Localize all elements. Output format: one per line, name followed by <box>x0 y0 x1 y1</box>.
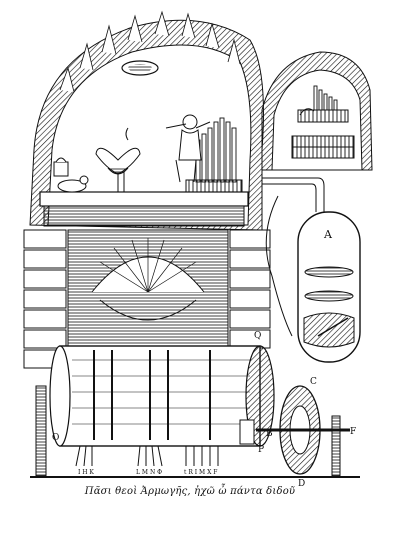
caption-text: Πᾶσι θεοὶ Ἀρμωγῆς, ἠχῶ ὦ πάντα διδοῦ <box>84 486 296 497</box>
pinned-barrel <box>49 345 275 467</box>
label-f: F <box>350 427 356 437</box>
keys-mid-label: L M N Φ <box>136 469 162 476</box>
keys-right-label: t R I M X F <box>184 469 217 476</box>
label-b: B <box>266 429 273 439</box>
small-grotto <box>261 51 373 171</box>
keys-left-label: I H K <box>78 469 94 476</box>
small-organ-pipes <box>313 85 338 111</box>
water-wheel <box>35 385 350 477</box>
air-pipes <box>262 177 325 337</box>
water-tank <box>297 211 361 363</box>
duck-figure <box>53 157 89 193</box>
bird-figure <box>95 127 141 192</box>
small-organ-case <box>297 109 349 123</box>
label-q: Q <box>254 331 261 341</box>
masonry-right <box>229 229 271 349</box>
stage-platform <box>39 114 249 227</box>
satyr-figure <box>165 114 211 183</box>
label-a: A <box>323 228 333 241</box>
label-d: D <box>298 479 305 489</box>
label-p: P <box>258 445 264 455</box>
ground-line <box>30 476 360 478</box>
label-c: C <box>310 377 317 387</box>
fan-panel <box>67 229 229 349</box>
label-o: O <box>52 433 59 443</box>
